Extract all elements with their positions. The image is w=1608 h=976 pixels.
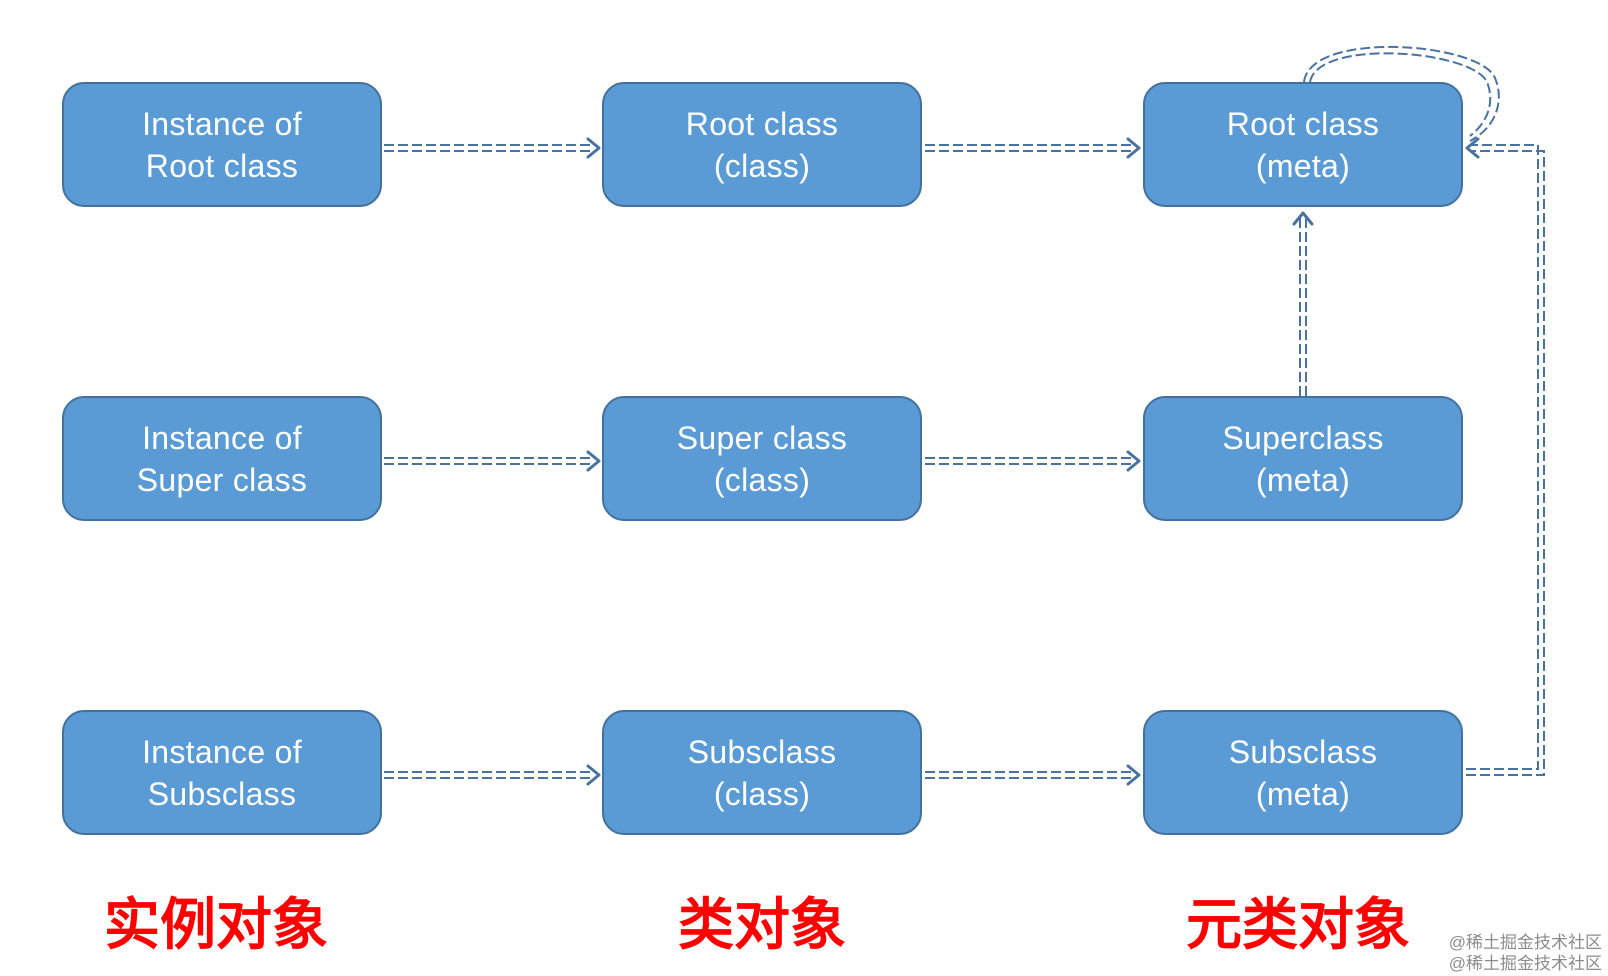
node-instance-of-super-class: Instance of Super class [62,396,382,521]
node-label-line1: Root class [1226,105,1380,142]
column-label-instances: 实例对象 [104,892,328,958]
watermark-line2: @稀土掘金技术社区 [1448,954,1602,973]
node-label-line2: (meta) [1255,461,1351,498]
node-label-line2: (class) [713,775,811,812]
arrowhead-meta-super [1126,450,1141,472]
node-superclass-meta: Superclass (meta) [1143,396,1463,521]
edge-instance-sub-to-class-sub [384,771,596,779]
arrowhead-meta-root-from-right [1465,137,1480,159]
node-label-line2: (meta) [1255,147,1351,184]
node-instance-of-subsclass: Instance of Subsclass [62,710,382,835]
node-label-line1: Subsclass [687,733,837,770]
node-label-line2: (meta) [1255,775,1351,812]
node-label-line1: Instance of [142,105,302,142]
edge-meta-sub-to-meta-root [1466,144,1545,776]
node-label-line1: Superclass [1222,419,1384,456]
node-instance-of-root-class: Instance of Root class [62,82,382,207]
node-label-line1: Root class [685,105,839,142]
arrowhead-class-root [586,137,601,159]
node-label-line1: Subsclass [1228,733,1378,770]
edge-meta-root-self-loop [1303,45,1500,142]
node-label-line2: (class) [713,147,811,184]
node-subsclass-class: Subsclass (class) [602,710,922,835]
arrowhead-meta-root-row1 [1126,137,1141,159]
node-label-line1: Instance of [142,733,302,770]
node-label-line2: Root class [145,147,299,184]
node-label-line1: Instance of [142,419,302,456]
node-label-line2: (class) [713,461,811,498]
node-label-line1: Super class [676,419,848,456]
column-label-metaclasses: 元类对象 [1186,892,1410,958]
edge-meta-super-to-meta-root [1299,218,1307,396]
arrowhead-class-super [586,450,601,472]
column-label-classes: 类对象 [678,892,846,958]
edge-class-root-to-meta-root [925,144,1136,152]
node-root-class-meta: Root class (meta) [1143,82,1463,207]
node-subsclass-meta: Subsclass (meta) [1143,710,1463,835]
edge-meta-root-self-loop-inner [1309,52,1492,137]
edge-class-sub-to-meta-sub [925,771,1136,779]
arrowhead-class-sub [586,764,601,786]
node-label-line2: Subsclass [147,775,297,812]
edge-instance-root-to-class-root [384,144,596,152]
edge-instance-super-to-class-super [384,457,596,465]
node-label-line2: Super class [136,461,308,498]
edge-class-super-to-meta-super [925,457,1136,465]
node-super-class-class: Super class (class) [602,396,922,521]
arrowhead-meta-sub [1126,764,1141,786]
node-root-class-class: Root class (class) [602,82,922,207]
arrowhead-meta-root-from-below [1292,211,1314,226]
watermark-line1: @稀土掘金技术社区 [1448,933,1602,952]
